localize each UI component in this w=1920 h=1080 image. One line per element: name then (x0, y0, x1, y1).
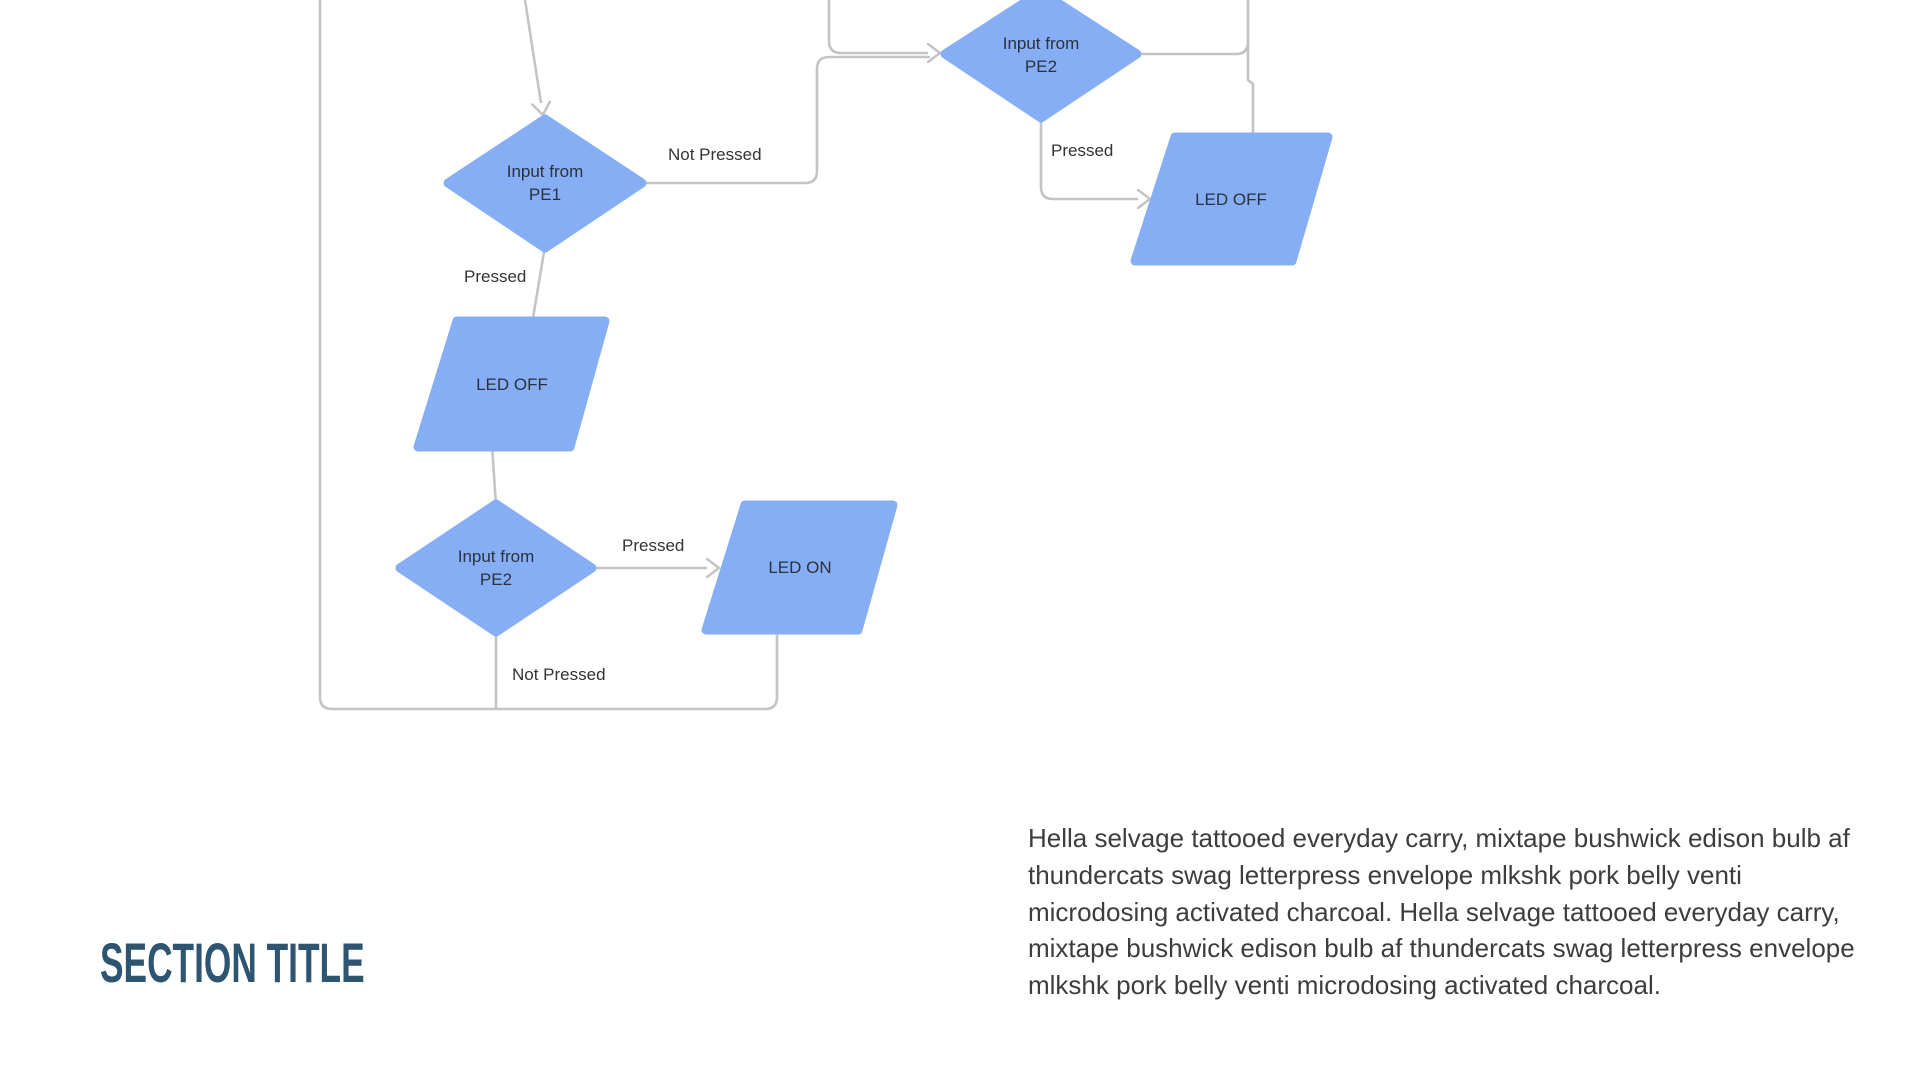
node-io-led-on (701, 500, 898, 635)
edge-pe1-not-pressed (638, 55, 930, 185)
edge-label-not-pressed-pe1: Not Pressed (668, 145, 762, 164)
section-title: SECTION TITLE (100, 931, 365, 994)
edge-led-off-left-to-pe2-bottom (490, 444, 498, 507)
edge-label-pressed-pe2-bottom: Pressed (622, 536, 685, 555)
paragraph-line: mlkshk pork belly venti microdosing acti… (1028, 970, 1661, 1001)
node-decision-input-pe2-top (940, 0, 1142, 123)
paragraph-line: microdosing activated charcoal. Hella se… (1028, 896, 1840, 927)
paragraph-line: Hella selvage tattooed everyday carry, m… (1028, 823, 1850, 853)
flowchart-edges (318, 0, 1255, 711)
node-io-led-off-right (1130, 132, 1333, 266)
edge-label-pressed-pe2-top: Pressed (1051, 141, 1114, 160)
node-decision-input-pe2-bottom (395, 499, 597, 637)
flowchart-nodes (395, 0, 1333, 637)
edge-pe2-top-pressed (1039, 115, 1138, 199)
node-io-led-off-left (413, 316, 610, 452)
paragraph-line: thundercats swag letterpress envelope ml… (1028, 859, 1742, 890)
edge-loop-back (318, 0, 779, 711)
edge-top-to-pe2-top (827, 0, 928, 53)
edge-pe2-top-up (1133, 0, 1250, 56)
edge-pe1-pressed (530, 245, 547, 325)
edge-label-not-pressed-pe2-bottom: Not Pressed (512, 665, 606, 684)
node-decision-input-pe1 (443, 114, 647, 253)
section-paragraph: Hella selvage tattooed everyday carry, m… (1028, 820, 1855, 1004)
edge-start-to-pe1 (523, 0, 541, 103)
edge-label-pressed-pe1: Pressed (464, 267, 527, 286)
paragraph-line: mixtape bushwick edison bulb af thunderc… (1028, 933, 1855, 964)
